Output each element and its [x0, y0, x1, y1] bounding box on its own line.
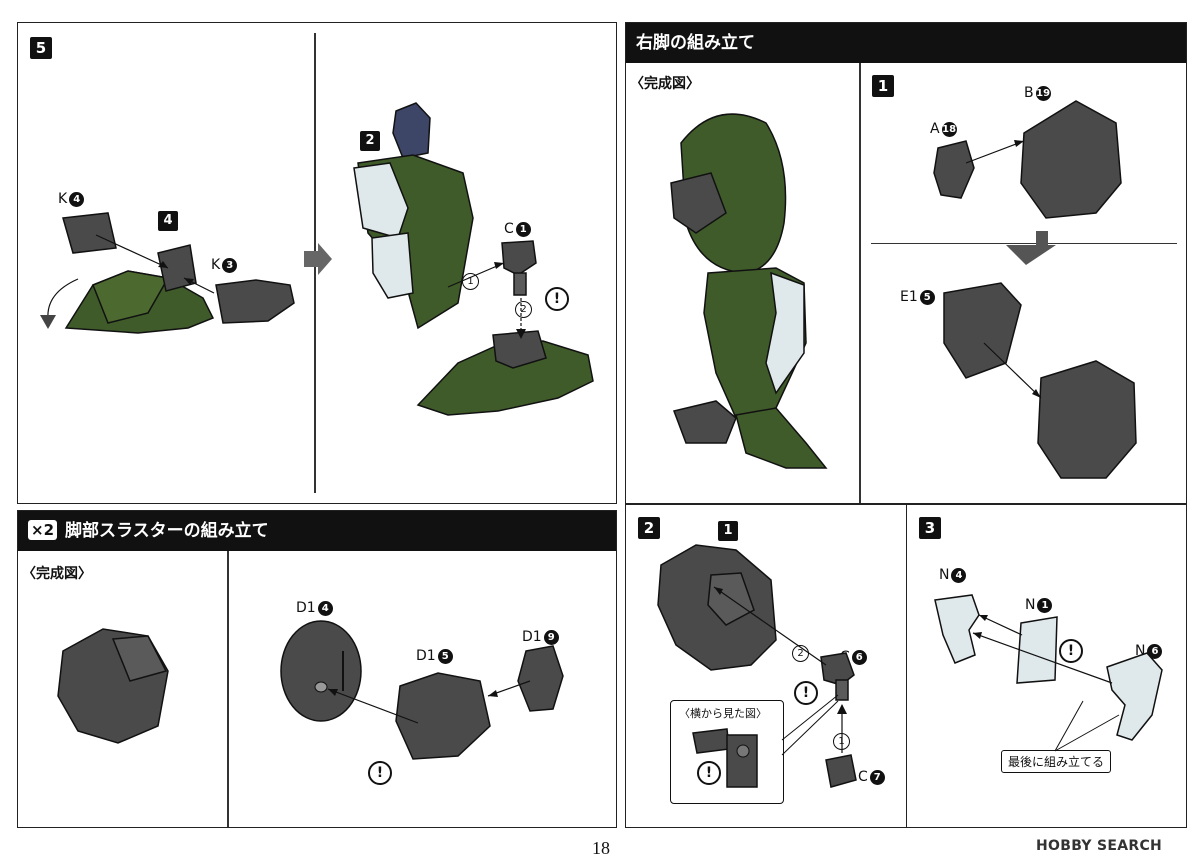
caution-icon: ! [794, 681, 818, 705]
right-leg-step1-illustration [933, 100, 1137, 479]
step-badge: 1 [872, 75, 894, 97]
complete-caption: 〈完成図〉 [22, 566, 92, 582]
step-divider [871, 243, 1177, 245]
section-header: ×2 脚部スラスターの組み立て [18, 511, 616, 551]
page-number: 18 [592, 838, 610, 858]
side-view-illustration [692, 728, 758, 788]
watermark: HOBBY SEARCH [1036, 838, 1163, 854]
completed-right-leg-illustration [670, 113, 828, 469]
side-view-inset: 〈横から見た図〉 ! [670, 700, 784, 804]
sub-step-badge: 1 [718, 521, 738, 541]
thruster-illustration [57, 620, 564, 760]
foot-assembly-illustration [40, 212, 332, 334]
sub-step-badge: 4 [158, 211, 178, 231]
caution-icon: ! [545, 287, 569, 311]
order-marker: 2 [515, 301, 532, 318]
caution-icon: ! [368, 761, 392, 785]
leg-assembly-illustration [353, 102, 594, 416]
complete-caption: 〈完成図〉 [630, 76, 700, 92]
section-header: 右脚の組み立て [626, 23, 1186, 63]
step-badge: 5 [30, 37, 52, 59]
sub-step-badge: 2 [360, 131, 380, 151]
side-view-caption: 〈横から見た図〉 [679, 707, 767, 720]
step-badge: 2 [638, 517, 660, 539]
caution-icon: ! [697, 761, 721, 785]
step3-illustration [934, 594, 1163, 752]
panel-divider [859, 63, 861, 503]
caution-icon: ! [1059, 639, 1083, 663]
multiplier-badge: ×2 [28, 520, 58, 540]
step2-illustration [657, 544, 857, 788]
step-badge: 3 [919, 517, 941, 539]
panel-divider [227, 551, 229, 827]
section-title: 脚部スラスターの組み立て [65, 521, 269, 541]
step2-panel: 2 1 C6 C7 2 1 ! 〈横から見た図〉 ! [625, 504, 907, 828]
